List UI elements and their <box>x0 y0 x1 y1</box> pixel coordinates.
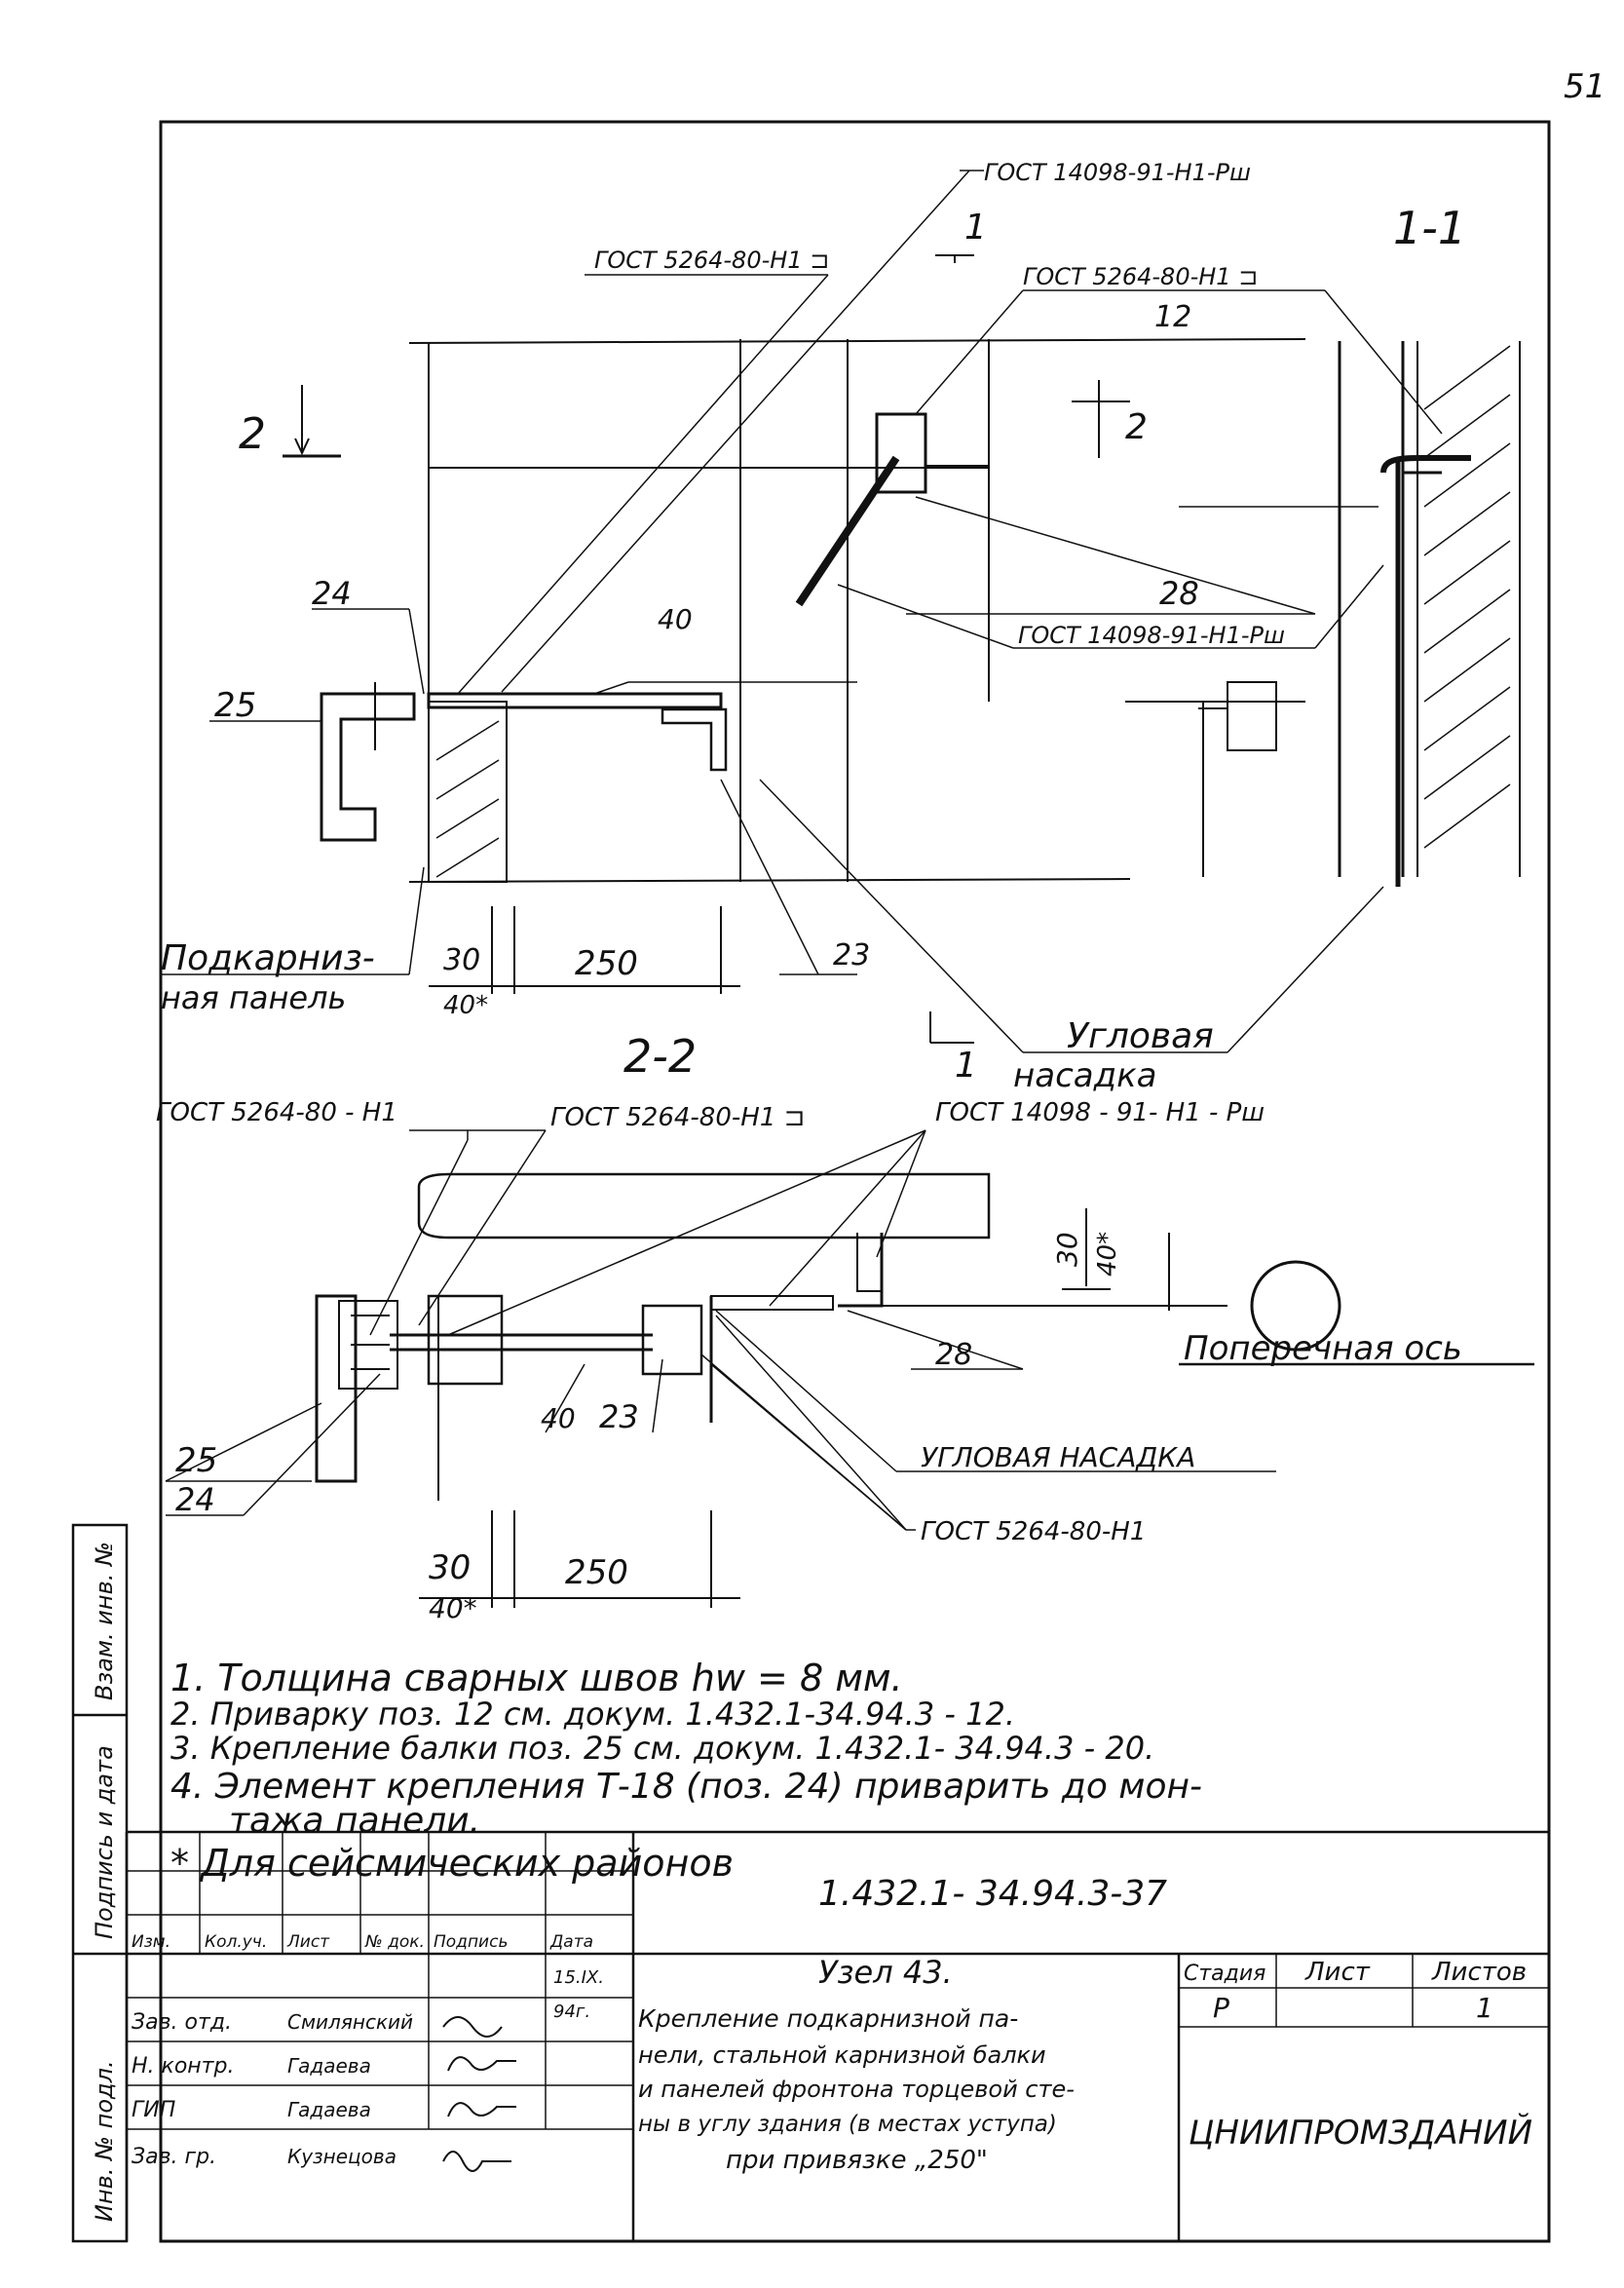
title-line-5: ны в углу здания (в местах уступа) <box>638 2112 1057 2137</box>
hdr-izm: Изм. <box>132 1932 170 1952</box>
row-role-1: Зав. отд. <box>132 2010 232 2035</box>
corner-label-22: УГЛОВАЯ НАСАДКА <box>921 1441 1195 1473</box>
section-1-1-title: 1-1 <box>1393 202 1466 254</box>
page-number: 51 <box>1564 67 1605 106</box>
row-role-4: Зав. гр. <box>132 2145 216 2169</box>
panel-label-line1: Подкарниз- <box>161 938 375 978</box>
pos-12-label: 12 <box>1154 300 1191 334</box>
doc-code: 1.432.1- 34.94.3-37 <box>818 1874 1167 1914</box>
cut-mark-2-left: 2 <box>239 409 266 459</box>
row-name-1: Смилянский <box>287 2010 413 2034</box>
row-name-4: Кузнецова <box>287 2145 397 2168</box>
dim-30-upper: 30 <box>443 943 480 977</box>
note-4: 4. Элемент крепления Т-18 (поз. 24) прив… <box>170 1767 1202 1807</box>
gost-right-label: ГОСТ 5264-80-Н1 ⊐ <box>1023 263 1258 290</box>
sheet-label: Лист <box>1304 1958 1371 1987</box>
stamp-sign-date: Подпись и дата <box>91 1745 118 1939</box>
dim-40s-lower: 40* <box>429 1592 477 1624</box>
pos-23-label: 23 <box>833 938 870 972</box>
note-1: 1. Толщина сварных швов hw = 8 мм. <box>170 1657 903 1699</box>
gost-right-22: ГОСТ 14098 - 91- Н1 - Рш <box>935 1098 1265 1127</box>
signature-marks <box>442 2016 516 2172</box>
section-2-2 <box>165 1129 1534 1608</box>
hdr-podpis: Подпись <box>434 1932 508 1952</box>
date-value-2: 94г. <box>553 2002 590 2022</box>
gost-second-label: ГОСТ 5264-80-Н1 ⊐ <box>594 247 829 274</box>
row-role-2: Н. контр. <box>132 2054 234 2078</box>
hdr-koluch: Кол.уч. <box>205 1932 267 1952</box>
row-name-3: Гадаева <box>287 2098 371 2121</box>
drawing-frame <box>159 120 1551 2243</box>
stamp-inv-orig: Инв. № подл. <box>91 2060 118 2222</box>
panel-label-line2: ная панель <box>161 979 346 1016</box>
sheets-label: Листов <box>1431 1958 1527 1987</box>
note-seismic: * Для сейсмических районов <box>170 1842 734 1885</box>
title-line-1: Узел 43. <box>818 1954 953 1991</box>
gost-lower-right-label: ГОСТ 14098-91-Н1-Рш <box>1018 622 1285 649</box>
section-1-1 <box>1125 341 1521 887</box>
corner-label-line1: Угловая <box>1067 1016 1214 1056</box>
title-line-3: нели, стальной карнизной балки <box>638 2041 1046 2069</box>
row-name-2: Гадаева <box>287 2054 371 2078</box>
cut-mark-1-bottom: 1 <box>955 1046 977 1086</box>
dim-30-vertical: 30 <box>1051 1232 1083 1267</box>
title-line-4: и панелей фронтона торцевой сте- <box>638 2076 1075 2103</box>
dim-40s-upper: 40* <box>443 991 488 1020</box>
pos-40-label: 40 <box>658 603 693 635</box>
gost-mid-22: ГОСТ 5264-80-Н1 ⊐ <box>550 1103 805 1132</box>
gost-left-22: ГОСТ 5264-80 - Н1 <box>156 1098 397 1127</box>
note-4-cont: тажа панели. <box>229 1801 480 1841</box>
dim-40s-vertical: 40* <box>1093 1232 1122 1277</box>
pos-23-22: 23 <box>599 1398 639 1435</box>
transverse-axis-label: Поперечная ось <box>1184 1329 1462 1368</box>
pos-25-22: 25 <box>175 1441 217 1480</box>
hdr-data: Дата <box>549 1932 593 1952</box>
title-line-6: при привязке „250" <box>726 2146 988 2175</box>
date-value: 15.IX. <box>553 1967 604 1988</box>
hdr-list: Лист <box>286 1932 330 1952</box>
pos-40-22: 40 <box>541 1402 576 1434</box>
row-role-3: ГИП <box>132 2098 175 2122</box>
pos-28-label: 28 <box>1159 575 1199 612</box>
dim-250-upper: 250 <box>575 944 638 983</box>
stage-label: Стадия <box>1184 1962 1265 1986</box>
view-upper-left <box>161 170 1443 1053</box>
pos-24-22: 24 <box>175 1481 215 1518</box>
pos-24-label: 24 <box>312 575 352 612</box>
section-2-2-title: 2-2 <box>623 1030 697 1083</box>
pos-25-label: 25 <box>214 686 256 725</box>
dim-250-lower: 250 <box>565 1553 628 1592</box>
sheets-value: 1 <box>1476 1992 1493 2024</box>
corner-label-line2: насадка <box>1013 1056 1156 1095</box>
org-name: ЦНИИПРОМЗДАНИЙ <box>1189 2113 1532 2153</box>
cut-mark-2-right: 2 <box>1125 407 1148 447</box>
hdr-ndok: № док. <box>364 1932 425 1952</box>
note-3: 3. Крепление балки поз. 25 см. докум. 1.… <box>170 1730 1154 1767</box>
pos-28-22: 28 <box>935 1338 972 1372</box>
gost-top-label: ГОСТ 14098-91-Н1-Рш <box>984 159 1251 186</box>
note-2: 2. Приварку поз. 12 см. докум. 1.432.1-3… <box>170 1696 1015 1733</box>
cut-mark-1-top: 1 <box>964 208 987 248</box>
gost-bottom-22: ГОСТ 5264-80-Н1 <box>921 1517 1146 1546</box>
stage-value: Р <box>1213 1992 1229 2024</box>
side-stamp-grid <box>71 1523 129 2243</box>
dim-30-lower: 30 <box>429 1548 471 1587</box>
title-line-2: Крепление подкарнизной па- <box>638 2004 1018 2033</box>
stamp-replace-inv: Взам. инв. № <box>91 1542 118 1700</box>
